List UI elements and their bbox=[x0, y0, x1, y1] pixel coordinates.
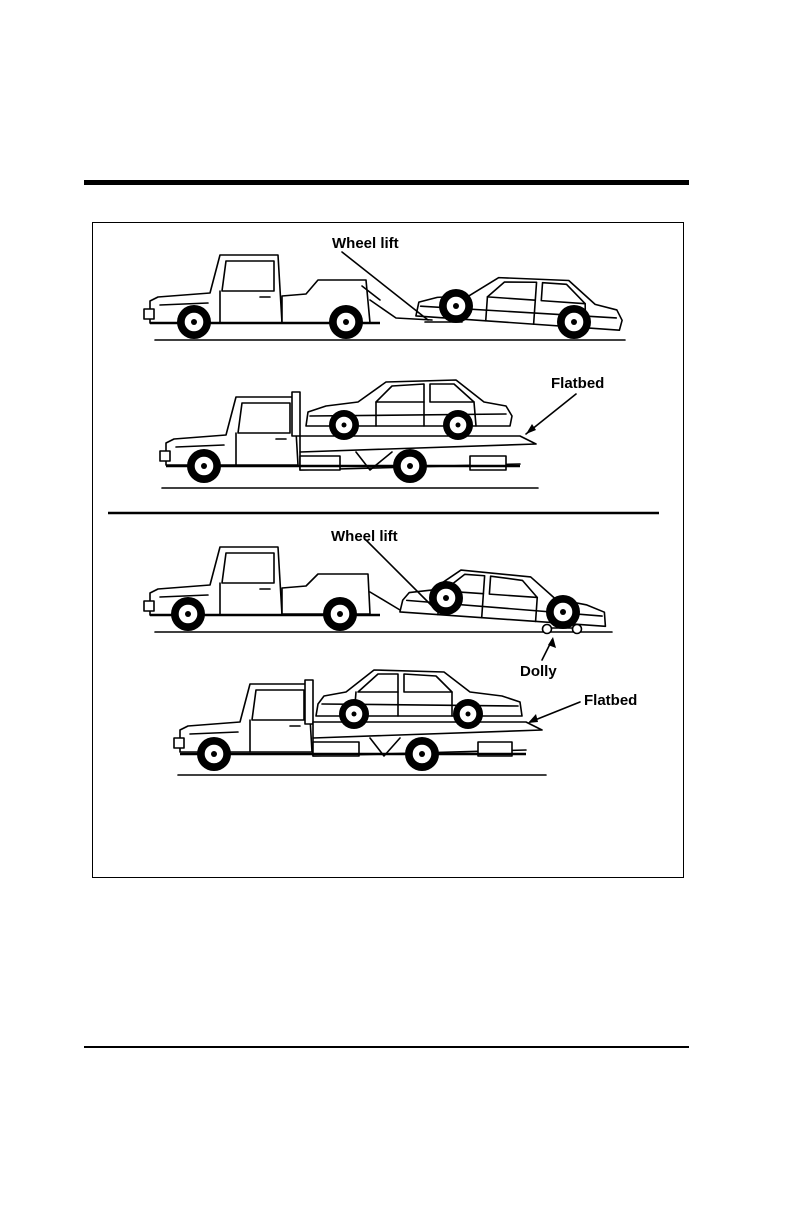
scene-wheel-lift-front bbox=[144, 252, 625, 340]
footer-rule bbox=[84, 1046, 689, 1048]
scene-wheel-lift-dolly bbox=[144, 540, 612, 660]
scene-flatbed-1 bbox=[160, 380, 576, 488]
label-flatbed-2: Flatbed bbox=[584, 692, 637, 709]
label-dolly: Dolly bbox=[520, 663, 557, 680]
label-wheel-lift-2: Wheel lift bbox=[331, 528, 398, 545]
label-wheel-lift-1: Wheel lift bbox=[332, 235, 399, 252]
label-flatbed-1: Flatbed bbox=[551, 375, 604, 392]
scene-flatbed-2 bbox=[174, 670, 580, 775]
